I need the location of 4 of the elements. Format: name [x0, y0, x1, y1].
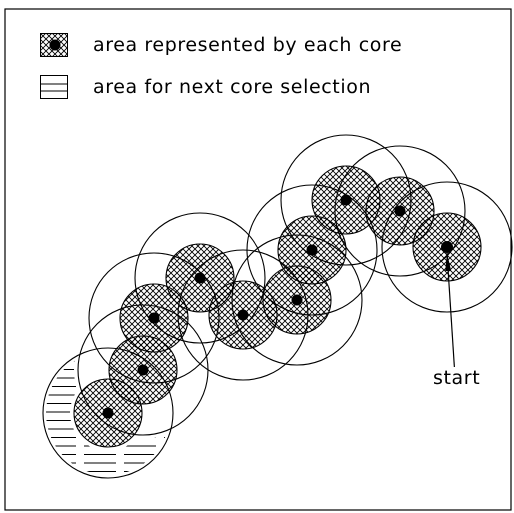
legend-label: area represented by each core [93, 34, 402, 56]
core-dot [441, 241, 453, 253]
legend-label: area for next core selection [93, 76, 372, 98]
leader-line [445, 252, 456, 370]
